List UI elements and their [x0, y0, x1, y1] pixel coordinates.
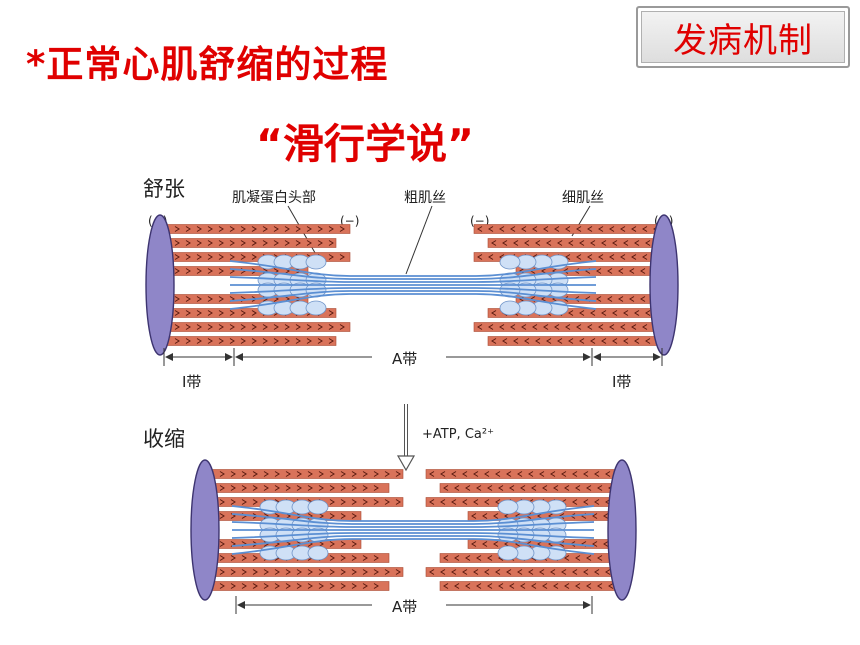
i-band-label-left: I带 — [182, 373, 201, 391]
page-title: *正常心肌舒缩的过程 — [26, 43, 389, 86]
thin-filament — [439, 581, 623, 591]
thick-filament — [231, 521, 595, 528]
thick-filament — [231, 505, 595, 522]
thin-filament — [159, 238, 337, 248]
thin-filament-label: 细肌丝 — [562, 190, 604, 206]
thick-filament — [229, 290, 597, 302]
myosin-head — [305, 254, 327, 270]
thick-filament — [231, 532, 595, 539]
thick-filament — [229, 268, 597, 280]
z-disc-left — [145, 214, 175, 356]
thin-filament — [473, 224, 665, 234]
thick-filament — [229, 293, 597, 310]
contracted-band-dimensions — [235, 596, 593, 614]
thin-filament — [425, 567, 623, 577]
z-disc-right — [607, 459, 637, 601]
thick-filament — [231, 535, 595, 547]
thin-filament — [425, 469, 623, 479]
actin-polarity-marks — [491, 338, 662, 344]
thick-filament — [231, 513, 595, 525]
myosin-head — [499, 300, 521, 316]
i-band-label-right: I带 — [612, 373, 631, 391]
z-disc-right — [649, 214, 679, 356]
myosin-head-label: 肌凝蛋白头部 — [232, 190, 316, 206]
a-band-label-contracted: A带 — [392, 598, 417, 616]
contracted-sarcomere — [190, 459, 637, 601]
thin-filament — [159, 336, 337, 346]
z-disc-left — [190, 459, 220, 601]
thick-filament — [229, 260, 597, 277]
atp-calcium-label: +ATP, Ca²⁺ — [422, 427, 494, 442]
contracted-label: 收缩 — [143, 427, 185, 451]
thick-filament — [229, 287, 597, 294]
relaxed-label: 舒张 — [143, 177, 185, 201]
thin-filament — [204, 581, 390, 591]
thick-filament — [229, 276, 597, 283]
transition-arrow — [396, 404, 416, 472]
myosin-head — [307, 545, 329, 561]
actin-polarity-marks — [429, 471, 622, 477]
thin-filament — [204, 483, 390, 493]
relaxed-band-dimensions — [163, 348, 663, 366]
myosin-head — [307, 499, 329, 515]
relaxed-sarcomere — [145, 214, 679, 356]
actin-polarity-marks — [443, 485, 614, 491]
myosin-head — [497, 545, 519, 561]
actin-polarity-marks — [491, 240, 662, 246]
actin-polarity-marks — [429, 569, 622, 575]
actin-polarity-marks — [477, 226, 659, 232]
thin-filament — [473, 322, 665, 332]
thick-filament-leader — [405, 205, 433, 275]
myosin-head — [499, 254, 521, 270]
myosin-head — [305, 300, 327, 316]
section-badge: 发病机制 — [636, 6, 850, 68]
thick-filament-label: 粗肌丝 — [404, 190, 446, 206]
actin-polarity-marks — [477, 324, 659, 330]
thin-filament — [439, 483, 623, 493]
a-band-label-relaxed: A带 — [392, 350, 417, 368]
myosin-head — [497, 499, 519, 515]
page-subtitle: “滑行学说” — [256, 120, 474, 168]
thick-filament — [231, 538, 595, 555]
actin-polarity-marks — [443, 583, 614, 589]
